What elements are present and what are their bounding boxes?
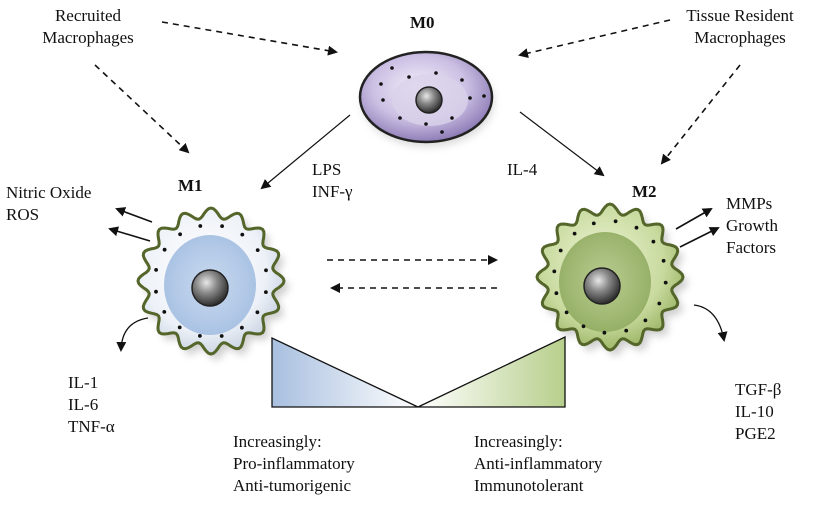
granule-dot: [177, 325, 182, 330]
granule-dot: [219, 334, 224, 338]
granule-dot: [552, 269, 557, 274]
granule-dot: [651, 239, 656, 244]
recruited-macrophages-label: Recruited Macrophages: [42, 6, 134, 47]
granule-dot: [178, 232, 183, 237]
m2-label: M2: [632, 182, 657, 201]
granule-dot: [602, 330, 607, 335]
arrow-m0-to-m2: [519, 111, 605, 177]
arrow-m2-cytokines: [693, 304, 728, 342]
granule-dot: [581, 324, 586, 329]
granule-dot: [154, 289, 158, 294]
m2-cell: [535, 202, 688, 356]
granule-dot: [558, 248, 563, 253]
arrow-recruited-to-m1: [94, 64, 190, 154]
granule-dot: [657, 301, 662, 306]
m1-label: M1: [178, 176, 203, 195]
m2-stimuli-label: IL-4: [507, 160, 538, 179]
m2-gradient-wedge: [417, 335, 566, 408]
granule-dot: [661, 258, 666, 263]
granule-dot: [162, 310, 167, 314]
arrow-m1-cytokines: [116, 317, 149, 352]
arrow-resident-to-m0: [518, 19, 671, 59]
arrow-m1-nitric-oxide: [115, 207, 153, 223]
granule-dot: [255, 310, 260, 315]
m1-stimuli-label: LPS INF-γ: [312, 160, 353, 201]
tissue-resident-macrophages-label: Tissue Resident Macrophages: [686, 6, 794, 47]
m2-gradient-description: Increasingly: Anti-inflammatory Immunoto…: [474, 432, 603, 495]
granule-dot: [220, 224, 225, 229]
granule-dot: [591, 221, 596, 226]
granule-dot: [240, 232, 245, 237]
granule-dot: [643, 318, 648, 323]
granule-dot: [572, 231, 577, 236]
m1-cytokines-label: IL-1 IL-6 TNF-α: [68, 373, 115, 436]
m0-label: M0: [410, 13, 435, 32]
granule-dot: [613, 219, 618, 224]
granule-dot: [240, 325, 244, 330]
m2-cytokines-label: TGF-β IL-10 PGE2: [735, 380, 782, 443]
arrow-resident-to-m2: [660, 64, 741, 165]
m1-gradient-description: Increasingly: Pro-inflammatory Anti-tumo…: [233, 432, 355, 495]
m1-cell: [136, 206, 289, 360]
arrow-m2-mmps: [675, 208, 713, 230]
m1-nitric-oxide-ros-label: Nitric Oxide ROS: [6, 183, 92, 224]
granule-dot: [162, 247, 167, 252]
granule-dot: [198, 224, 203, 228]
granule-dot: [554, 291, 559, 296]
granule-dot: [264, 290, 268, 294]
m2-growth-factors-label: MMPs Growth Factors: [726, 194, 778, 257]
granule-dot: [198, 334, 202, 338]
granule-dot: [154, 268, 159, 272]
arrow-m1-ros: [108, 226, 151, 242]
arrow-m2-growth-factors: [679, 227, 720, 248]
granule-dot: [264, 268, 268, 273]
granule-dot: [634, 225, 639, 230]
granule-dot: [255, 248, 260, 253]
granule-dot: [564, 310, 569, 315]
arrow-m0-to-m1: [260, 114, 351, 190]
m1-gradient-wedge: [271, 336, 419, 408]
granule-dot: [663, 280, 668, 285]
granule-dot: [624, 328, 629, 333]
arrow-recruited-to-m0: [161, 21, 338, 56]
m0-cell: [358, 50, 494, 147]
